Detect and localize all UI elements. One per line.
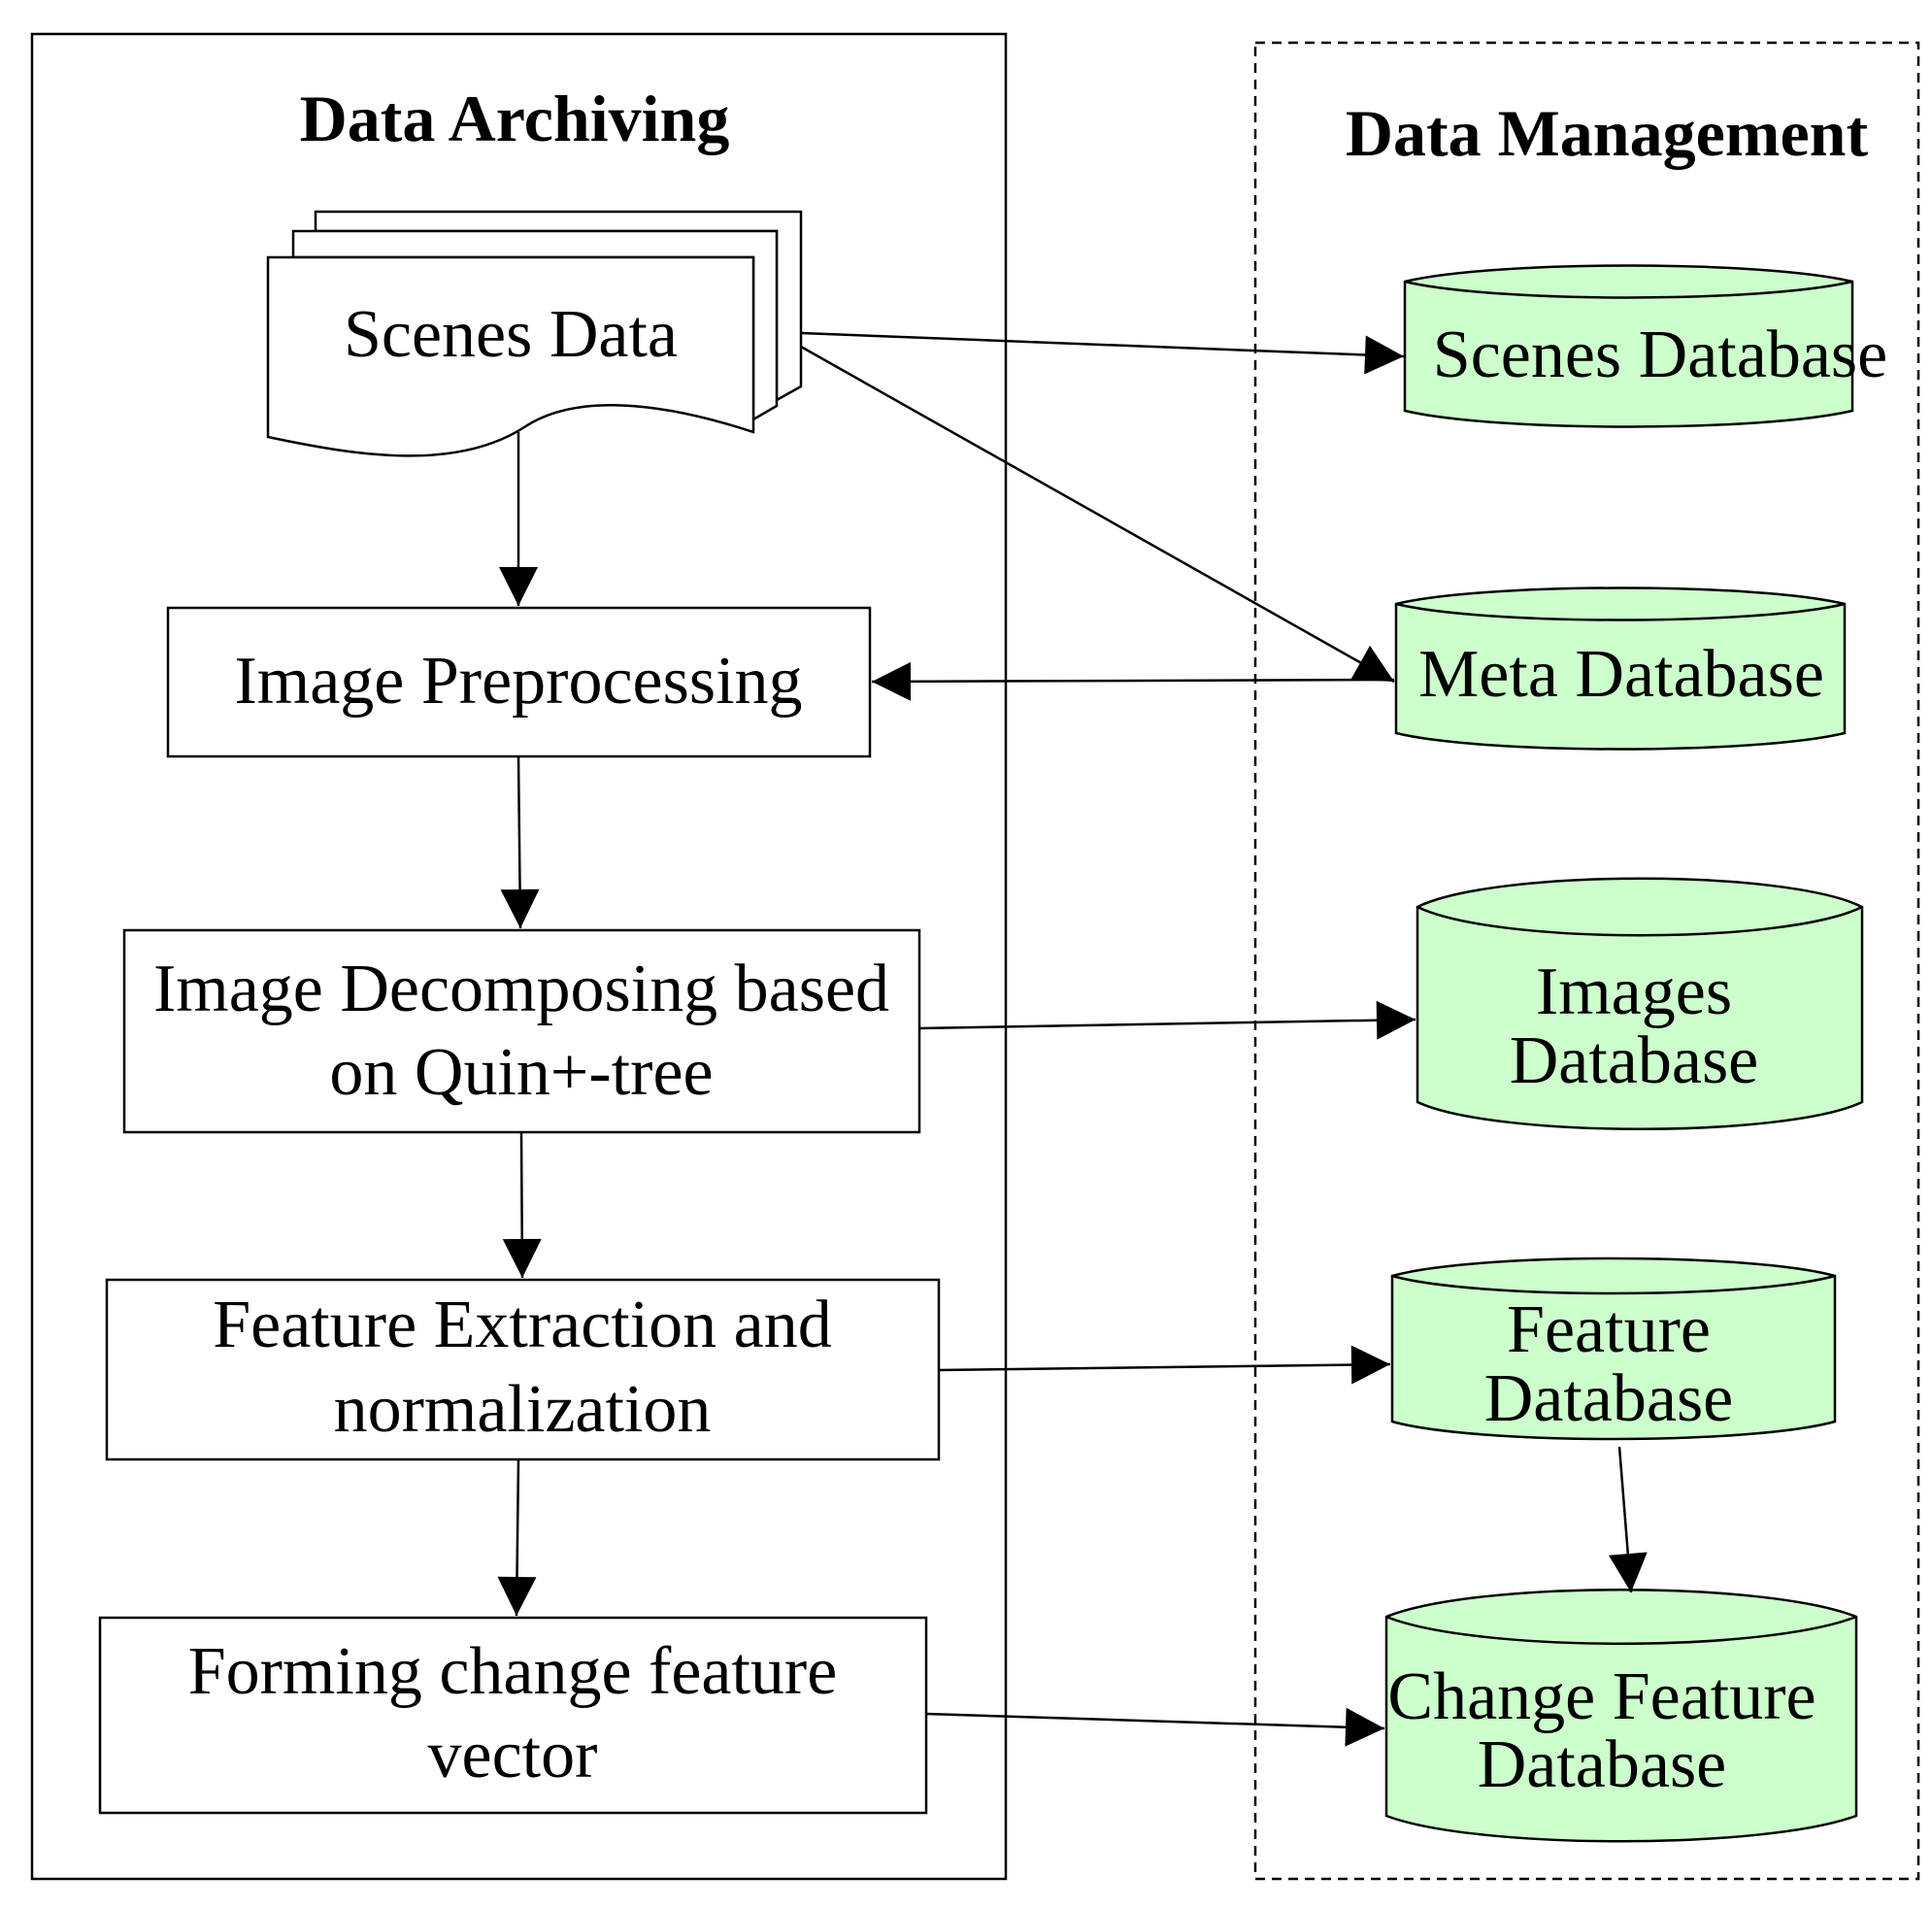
image-preprocessing-label: Image Preprocessing xyxy=(234,644,802,719)
images-database: Images Database xyxy=(1416,877,1864,1130)
forming-vector-label-line2: vector xyxy=(428,1718,598,1792)
arrow-forming-to-change-feature-database xyxy=(925,1707,1385,1747)
scenes-data-label: Scenes Data xyxy=(344,297,678,372)
scenes-database-label: Scenes Database xyxy=(1433,318,1887,392)
database-top-rim xyxy=(1416,905,1863,937)
scenes-database-cylinder xyxy=(1403,264,1854,428)
data-management-title: Data Management xyxy=(1346,96,1869,170)
database-top-rim xyxy=(1391,1274,1836,1295)
data-management-panel xyxy=(1253,41,1920,1881)
images-database-label-line1: Images xyxy=(1536,954,1732,1029)
feature-database-cylinder xyxy=(1390,1256,1837,1441)
feature-database-label-line2: Database xyxy=(1484,1361,1734,1436)
meta-database: Meta Database xyxy=(1394,586,1847,751)
feature-extraction-box: Feature Extraction and normalization xyxy=(105,1278,941,1461)
arrow-feature-to-change-feature-database xyxy=(1608,1446,1648,1593)
arrow-preprocessing-to-decomposing xyxy=(500,755,540,929)
image-preprocessing-box: Image Preprocessing xyxy=(166,606,872,758)
change-feature-database-cylinder xyxy=(1384,1589,1858,1843)
change-feature-database-label-line2: Database xyxy=(1478,1727,1727,1802)
feature-extraction-label-line2: normalization xyxy=(334,1372,712,1447)
forming-vector-box: Forming change feature vector xyxy=(98,1616,928,1815)
database-top-rim xyxy=(1404,280,1853,299)
arrow-extraction-to-forming xyxy=(497,1458,537,1617)
database-top-rim xyxy=(1385,1615,1857,1645)
image-decomposing-label-line1: Image Decomposing based xyxy=(153,952,889,1026)
arrow-extraction-to-feature-database xyxy=(938,1345,1391,1385)
data-archiving-panel xyxy=(30,32,1008,1881)
image-decomposing-box: Image Decomposing based on Quin+-tree xyxy=(122,928,921,1134)
change-feature-database: Change Feature Database xyxy=(1384,1589,1858,1843)
meta-database-cylinder xyxy=(1394,586,1847,751)
meta-database-label: Meta Database xyxy=(1418,637,1824,712)
arrow-scenes-to-scenes-database xyxy=(800,331,1405,375)
data-archiving-title: Data Archiving xyxy=(300,82,730,155)
scenes-database: Scenes Database xyxy=(1403,264,1887,428)
image-decomposing-label-line2: on Quin+-tree xyxy=(329,1035,713,1110)
feature-extraction-label-line1: Feature Extraction and xyxy=(213,1288,832,1362)
scenes-data-document: Scenes Data xyxy=(266,210,803,457)
arrow-decomposing-to-images-database xyxy=(918,1000,1416,1040)
feature-database-label-line1: Feature xyxy=(1507,1292,1711,1367)
feature-database: Feature Database xyxy=(1390,1256,1837,1441)
images-database-cylinder xyxy=(1416,877,1864,1130)
arrow-meta-to-preprocessing xyxy=(871,661,1395,701)
forming-vector-label-line1: Forming change feature xyxy=(188,1634,838,1709)
arrow-decomposing-to-extraction xyxy=(502,1131,542,1279)
arrow-scenes-to-meta-database xyxy=(800,345,1395,684)
change-feature-database-label-line1: Change Feature xyxy=(1387,1659,1815,1734)
images-database-label-line2: Database xyxy=(1510,1023,1759,1098)
database-top-rim xyxy=(1395,602,1846,621)
